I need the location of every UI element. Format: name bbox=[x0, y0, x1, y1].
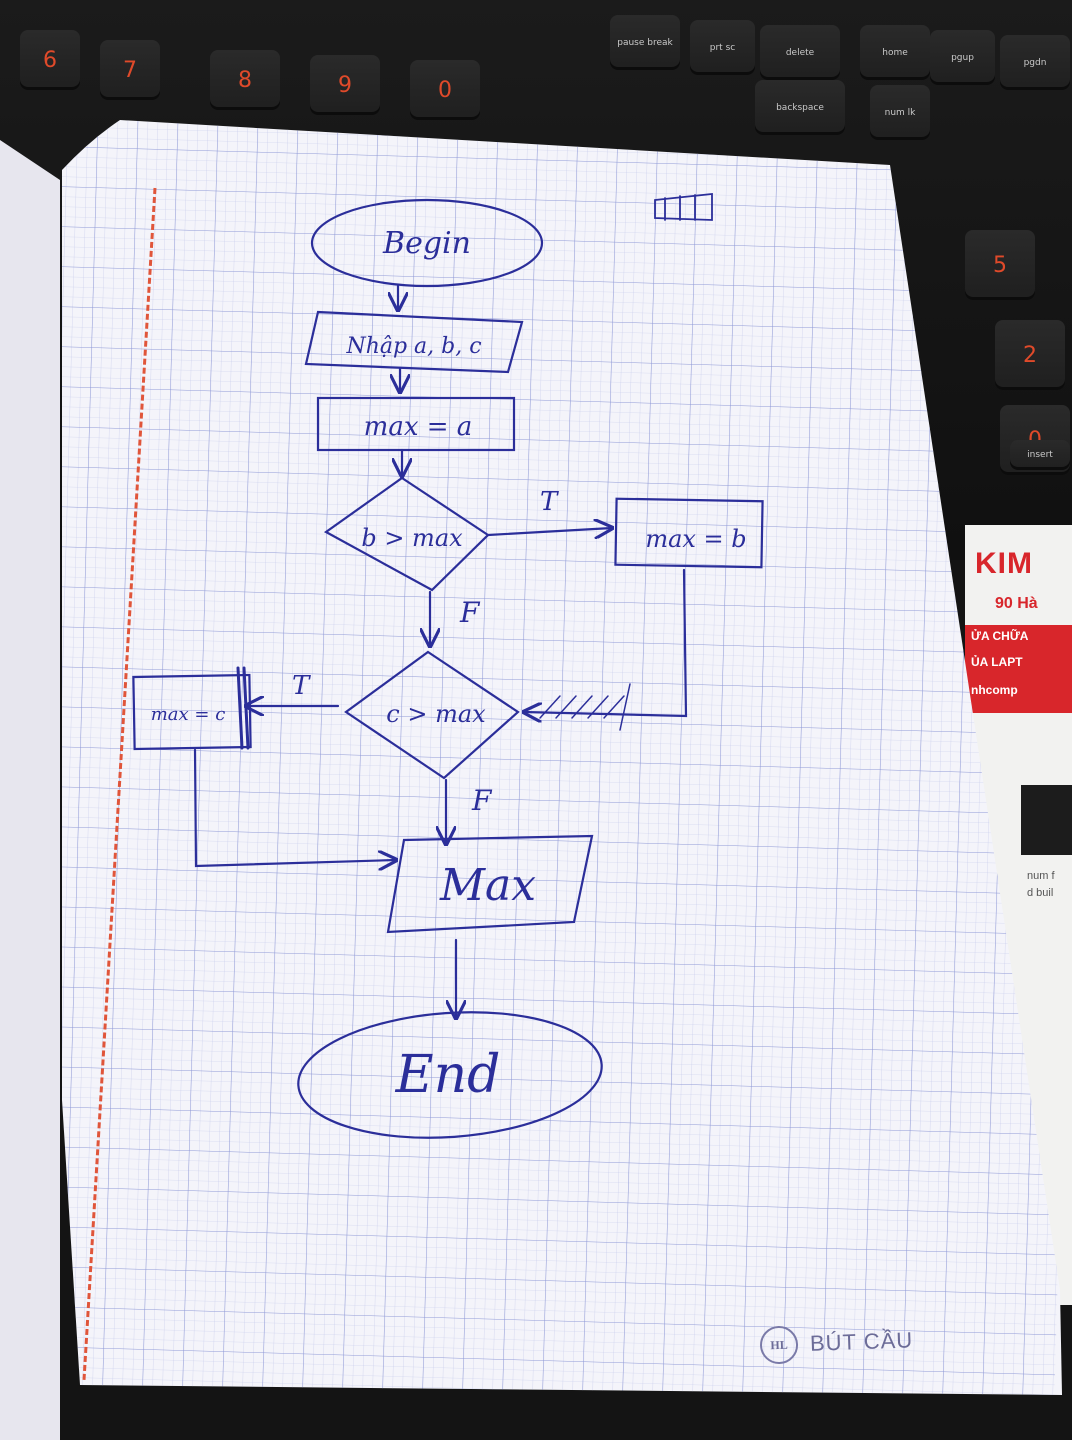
init-label: max = a bbox=[364, 412, 473, 442]
end-terminator bbox=[297, 1011, 603, 1139]
keyboard-key: 0 bbox=[410, 60, 480, 120]
notebook-brand: HL BÚT CẦU bbox=[759, 1321, 914, 1365]
keyboard-key: pause break bbox=[610, 15, 680, 70]
leaflet-line: ỬA CHỮA bbox=[971, 629, 1029, 643]
decision1-diamond bbox=[323, 476, 490, 592]
output-label: Max bbox=[439, 860, 536, 911]
arrow-assign-c-output bbox=[193, 748, 396, 866]
true-label-1: T bbox=[540, 487, 559, 517]
arrow-assign-b-return bbox=[524, 568, 688, 716]
leaflet-brand: KIM bbox=[975, 547, 1033, 580]
leaflet-line: nhcomp bbox=[971, 683, 1018, 697]
start-terminator bbox=[310, 198, 544, 288]
leaflet-line: ỦA LAPT bbox=[971, 655, 1023, 669]
keyboard-key: pgup bbox=[930, 30, 995, 85]
decision2-label: c > max bbox=[386, 700, 486, 728]
keyboard-key: pgdn bbox=[1000, 35, 1070, 90]
keyboard-key: 9 bbox=[310, 55, 380, 115]
assign-c-process bbox=[132, 673, 252, 751]
decision2-diamond bbox=[344, 650, 520, 780]
assign-b-label: max = b bbox=[645, 525, 746, 553]
leaflet-small-text: num f bbox=[1027, 870, 1055, 882]
keyboard-key: insert bbox=[1010, 440, 1070, 470]
decision1-label: b > max bbox=[361, 524, 463, 552]
keyboard-key: delete bbox=[760, 25, 840, 80]
keyboard-key: num lk bbox=[870, 85, 930, 140]
end-label: End bbox=[395, 1045, 501, 1105]
assign-c-label: max = c bbox=[151, 704, 226, 725]
keyboard-key: 7 bbox=[100, 40, 160, 100]
hatch-marks bbox=[539, 683, 631, 731]
brand-logo: HL bbox=[759, 1325, 799, 1365]
keyboard-key: prt sc bbox=[690, 20, 755, 75]
margin-line bbox=[82, 187, 157, 1381]
keyboard-key: home bbox=[860, 25, 930, 80]
init-process bbox=[316, 396, 516, 452]
leaflet-small-text: d buil bbox=[1027, 887, 1054, 899]
input-label: Nhập a, b, c bbox=[345, 334, 481, 359]
keyboard-key: backspace bbox=[755, 80, 845, 135]
false-label-2: F bbox=[471, 784, 493, 817]
hatch-marks-c bbox=[236, 666, 250, 750]
keyboard-key: 5 bbox=[965, 230, 1035, 300]
keyboard-key: 8 bbox=[210, 50, 280, 110]
keyboard-key: 6 bbox=[20, 30, 80, 90]
assign-b-process bbox=[614, 497, 764, 569]
corner-doodle bbox=[654, 193, 713, 221]
start-label: Begin bbox=[382, 226, 471, 261]
arrow-decision1-true bbox=[486, 528, 612, 535]
leaflet-red-band: ỬA CHỮA ỦA LAPT nhcomp bbox=[965, 625, 1072, 713]
previous-notebook-page bbox=[0, 140, 60, 1440]
output-parallelogram bbox=[386, 834, 594, 934]
true-label-2: T bbox=[292, 671, 311, 701]
leaflet-product-image bbox=[1021, 785, 1072, 855]
brand-name: BÚT CẦU bbox=[809, 1327, 914, 1356]
leaflet-subtitle: 90 Hà bbox=[995, 595, 1038, 612]
keyboard-key: 2 bbox=[995, 320, 1065, 390]
input-parallelogram bbox=[304, 310, 524, 374]
false-label-1: F bbox=[459, 596, 481, 629]
